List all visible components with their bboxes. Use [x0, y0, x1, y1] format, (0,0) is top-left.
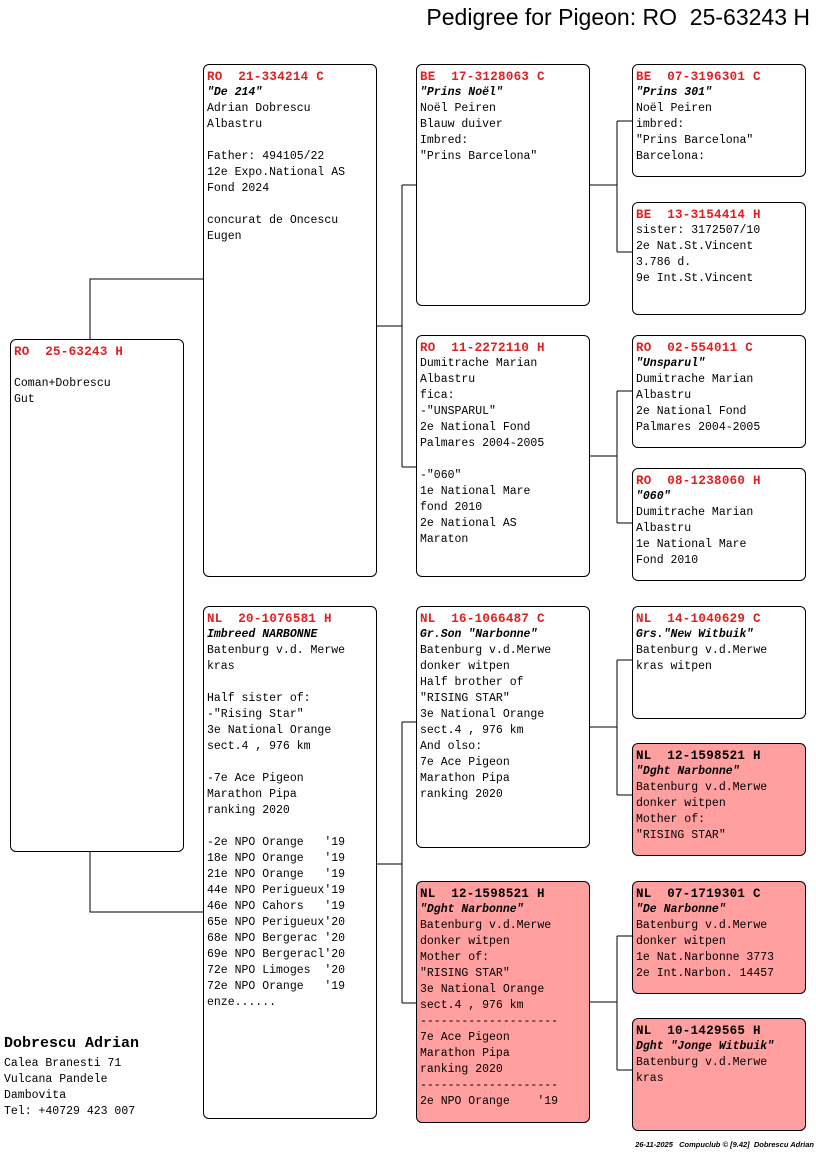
- pigeon-name: Gr.Son "Narbonne": [420, 628, 538, 641]
- sire-dam-card[interactable]: RO 11-2272110 H Dumitrache Marian Albast…: [416, 335, 590, 577]
- ring-number: RO 11-2272110 H: [420, 341, 545, 355]
- ring-number: RO 08-1238060 H: [636, 474, 761, 488]
- pigeon-name: "Dght Narbonne": [420, 903, 524, 916]
- sire-sire-dam-card[interactable]: BE 13-3154414 H sister: 3172507/10 2e Na…: [632, 202, 806, 315]
- pigeon-details: Noël Peiren imbred: "Prins Barcelona" Ba…: [636, 102, 754, 163]
- footer-credit: 26-11-2025 Compuclub © [9.42] Dobrescu A…: [635, 1140, 814, 1149]
- pigeon-name: "Dght Narbonne": [636, 765, 740, 778]
- pigeon-name: "Prins Noël": [420, 86, 503, 99]
- pigeon-details: Dumitrache Marian Albastru fica: -"UNSPA…: [420, 357, 545, 546]
- pigeon-name: "Prins 301": [636, 86, 712, 99]
- pigeon-name: "060": [636, 490, 671, 503]
- pigeon-details: Batenburg v.d.Merwe kras witpen: [636, 644, 768, 673]
- pigeon-details: Dumitrache Marian Albastru 2e National F…: [636, 373, 761, 434]
- owner-address: Calea Branesti 71 Vulcana Pandele Dambov…: [4, 1057, 136, 1118]
- pigeon-details: sister: 3172507/10 2e Nat.St.Vincent 3.7…: [636, 224, 761, 285]
- pigeon-name: "Unsparul": [636, 357, 706, 370]
- pigeon-details: Batenburg v.d.Merwe donker witpen 1e Nat…: [636, 919, 775, 980]
- ring-number: RO 21-334214 C: [207, 70, 325, 84]
- dam-sire-dam-card[interactable]: NL 12-1598521 H "Dght Narbonne" Batenbur…: [632, 743, 806, 856]
- ring-number: NL 20-1076581 H: [207, 612, 332, 626]
- dam-sire-sire-card[interactable]: NL 14-1040629 C Grs."New Witbuik" Batenb…: [632, 606, 806, 719]
- owner-block: Dobrescu Adrian Calea Branesti 71 Vulcan…: [4, 1035, 139, 1120]
- pigeon-name: "De Narbonne": [636, 903, 726, 916]
- sire-sire-card[interactable]: BE 17-3128063 C "Prins Noël" Noël Peiren…: [416, 64, 590, 306]
- sire-sire-sire-card[interactable]: BE 07-3196301 C "Prins 301" Noël Peiren …: [632, 64, 806, 177]
- pigeon-details: Batenburg v.d.Merwe donker witpen Mother…: [420, 919, 559, 1108]
- page-title: Pedigree for Pigeon: RO 25-63243 H: [426, 4, 810, 30]
- ring-number: NL 12-1598521 H: [420, 887, 545, 901]
- ring-number: NL 12-1598521 H: [636, 749, 761, 763]
- pigeon-details: Batenburg v.d.Merwe donker witpen Mother…: [636, 781, 768, 842]
- pigeon-details: Batenburg v.d. Merwe kras Half sister of…: [207, 644, 346, 1009]
- sire-card[interactable]: RO 21-334214 C "De 214" Adrian Dobrescu …: [203, 64, 377, 577]
- owner-name: Dobrescu Adrian: [4, 1035, 140, 1052]
- pigeon-name: Dght "Jonge Witbuik": [636, 1040, 775, 1053]
- dam-dam-sire-card[interactable]: NL 07-1719301 C "De Narbonne" Batenburg …: [632, 881, 806, 994]
- ring-number: NL 07-1719301 C: [636, 887, 761, 901]
- pigeon-name: "De 214": [207, 86, 263, 99]
- pigeon-name: Grs."New Witbuik": [636, 628, 754, 641]
- dam-card[interactable]: NL 20-1076581 H Imbreed NARBONNE Batenbu…: [203, 606, 377, 1119]
- pigeon-details: Batenburg v.d.Merwe donker witpen Half b…: [420, 644, 552, 801]
- ring-number: NL 14-1040629 C: [636, 612, 761, 626]
- pigeon-details: Dumitrache Marian Albastru 1e National M…: [636, 506, 754, 567]
- subject-pigeon-card[interactable]: RO 25-63243 H Coman+Dobrescu Gut: [10, 339, 184, 852]
- dam-sire-card[interactable]: NL 16-1066487 C Gr.Son "Narbonne" Batenb…: [416, 606, 590, 848]
- sire-dam-dam-card[interactable]: RO 08-1238060 H "060" Dumitrache Marian …: [632, 468, 806, 581]
- pigeon-details: Noël Peiren Blauw duiver Imbred: "Prins …: [420, 102, 538, 163]
- ring-number: BE 07-3196301 C: [636, 70, 761, 84]
- ring-number: BE 17-3128063 C: [420, 70, 545, 84]
- dam-dam-card[interactable]: NL 12-1598521 H "Dght Narbonne" Batenbur…: [416, 881, 590, 1123]
- pigeon-details: Batenburg v.d.Merwe kras: [636, 1056, 768, 1085]
- ring-number: RO 25-63243 H: [14, 345, 124, 359]
- ring-number: NL 10-1429565 H: [636, 1024, 761, 1038]
- ring-number: RO 02-554011 C: [636, 341, 754, 355]
- pigeon-details: Coman+Dobrescu Gut: [14, 377, 111, 406]
- sire-dam-sire-card[interactable]: RO 02-554011 C "Unsparul" Dumitrache Mar…: [632, 335, 806, 448]
- pigeon-name: Imbreed NARBONNE: [207, 628, 318, 641]
- ring-number: NL 16-1066487 C: [420, 612, 545, 626]
- ring-number: BE 13-3154414 H: [636, 208, 761, 222]
- pigeon-details: Adrian Dobrescu Albastru Father: 494105/…: [207, 102, 346, 243]
- dam-dam-dam-card[interactable]: NL 10-1429565 H Dght "Jonge Witbuik" Bat…: [632, 1018, 806, 1131]
